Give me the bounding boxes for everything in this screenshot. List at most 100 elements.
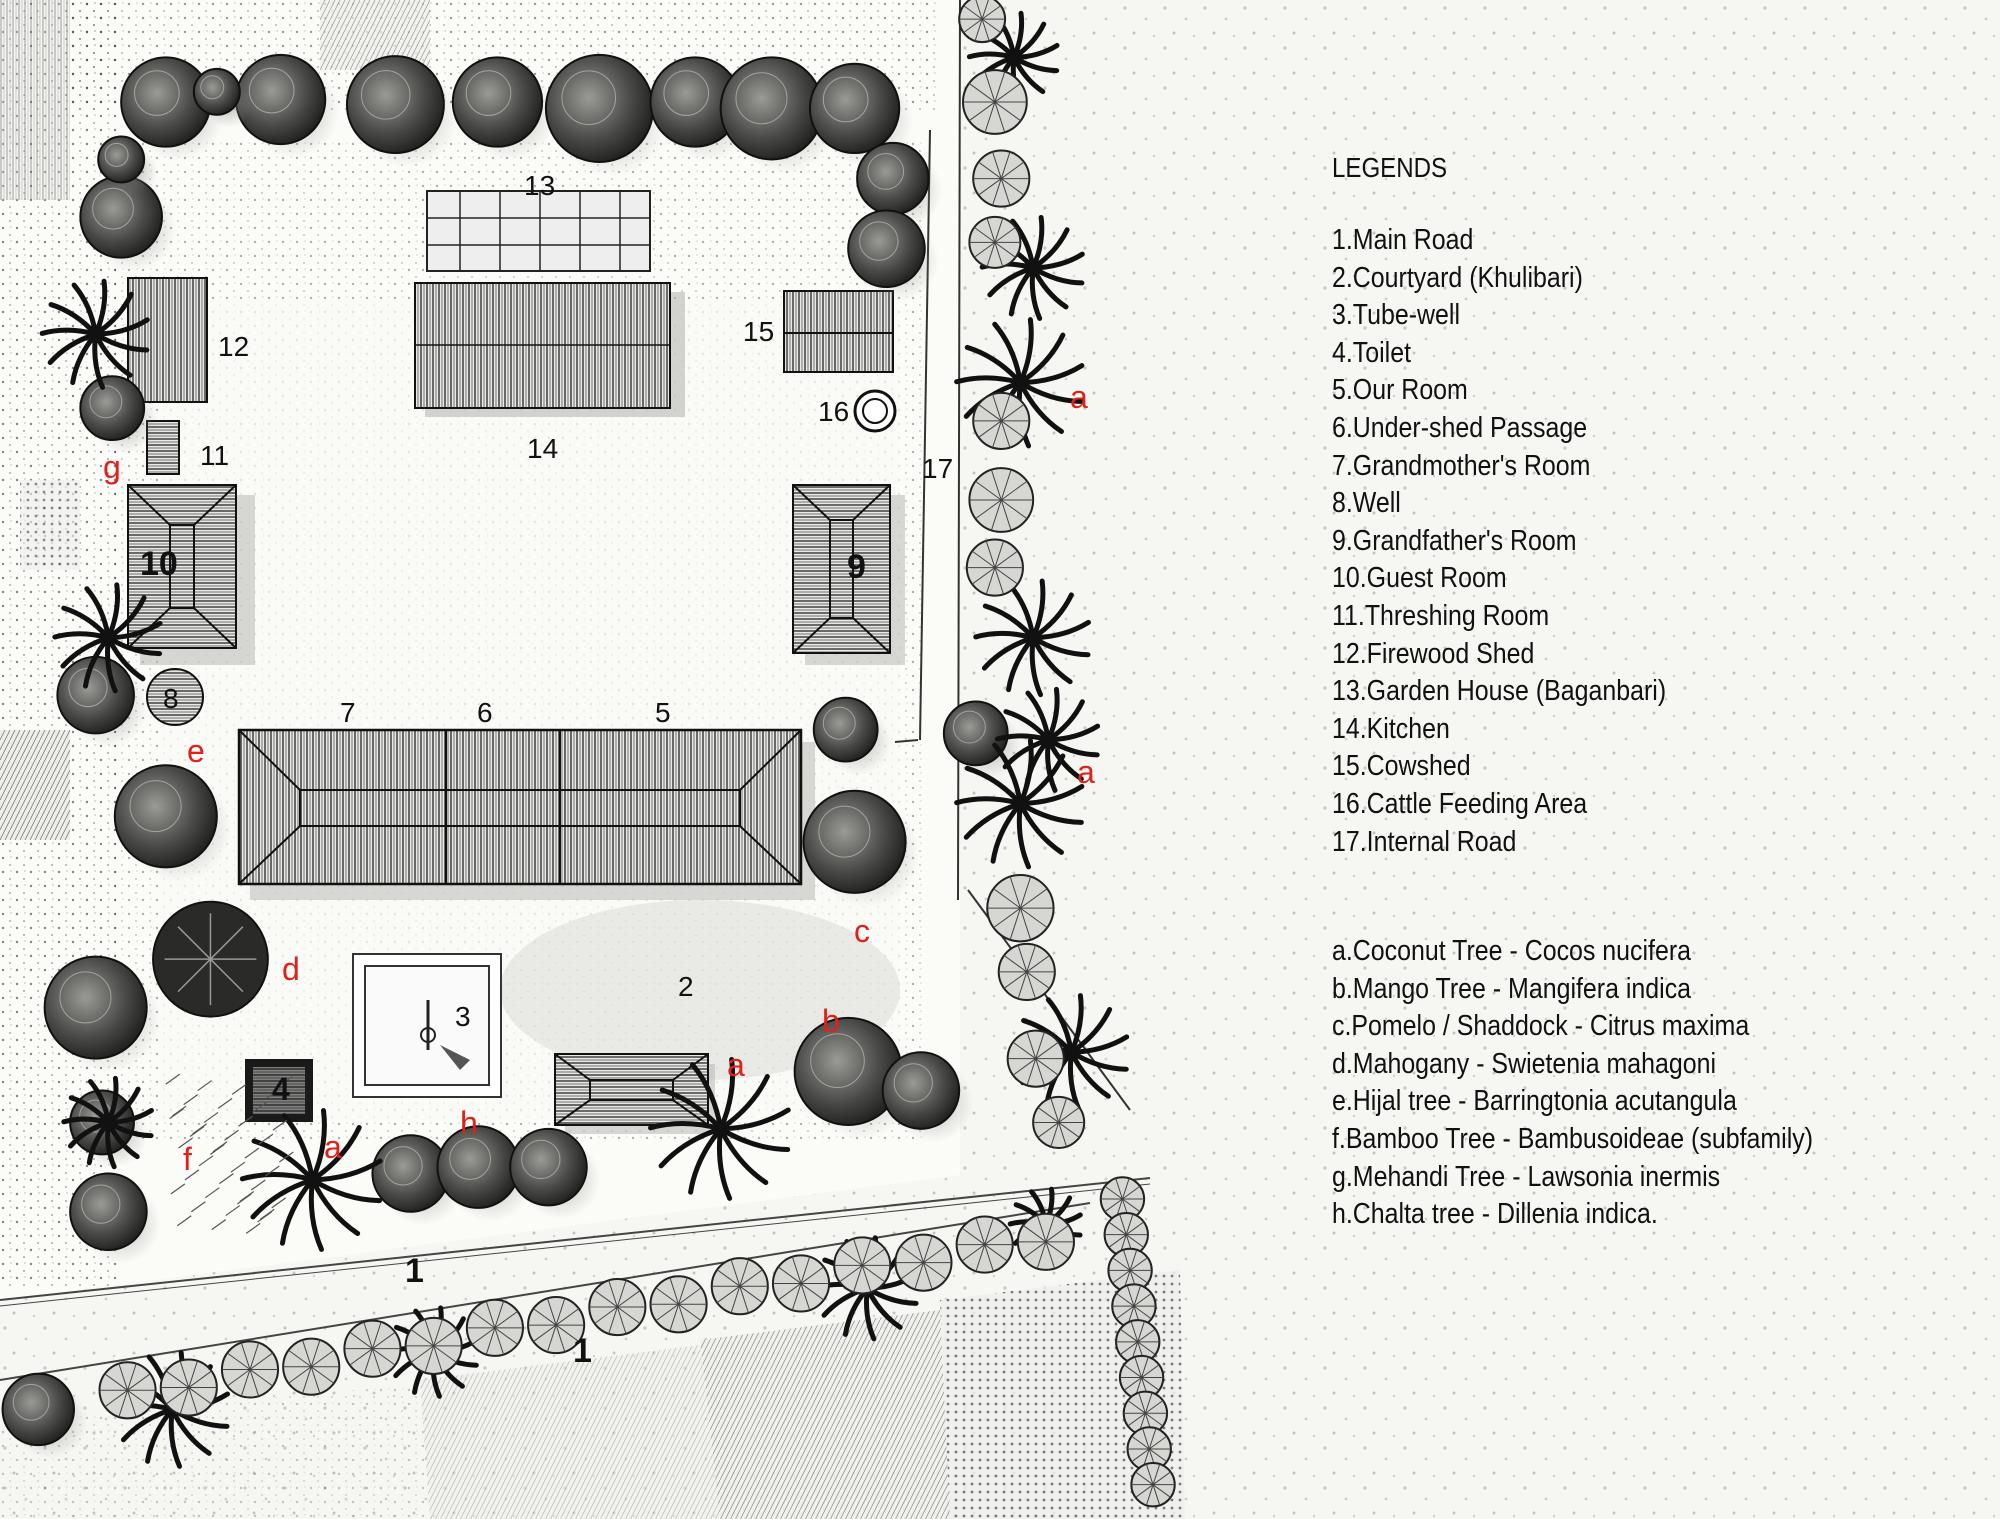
tree-canopy-icon — [43, 955, 148, 1060]
tube-well-enclosure — [352, 953, 502, 1098]
shrub-icon — [972, 391, 1031, 450]
shrub-icon — [159, 1358, 218, 1417]
tree-canopy-icon — [793, 1016, 903, 1126]
shrub-icon — [958, 0, 1007, 44]
legend-place-item: 4.Toilet — [1332, 336, 1412, 369]
shrub-icon — [1118, 1354, 1165, 1401]
label-threshing-room: 11 — [200, 440, 229, 471]
shrub-icon — [220, 1340, 280, 1399]
bamboo-leaf — [165, 1073, 181, 1085]
bamboo-leaf — [170, 1183, 186, 1195]
label-internal-road: 17 — [922, 453, 953, 484]
label-toilet: 4 — [272, 1071, 290, 1107]
bamboo-leaf — [183, 1094, 199, 1106]
label-our-room: 5 — [655, 697, 671, 728]
tree-canopy-icon — [509, 1127, 588, 1207]
tree-canopy-icon — [719, 56, 824, 161]
shrub-icon — [965, 538, 1024, 597]
tree-canopy-icon — [544, 53, 655, 163]
bamboo-leaf — [178, 1137, 193, 1149]
tree-canopy-detail — [89, 385, 123, 419]
tree-canopy-detail — [200, 75, 225, 100]
outbuilding-roof — [554, 1053, 709, 1126]
legend-place-item: 11.Threshing Room — [1332, 599, 1550, 632]
label-coconut-tree: a — [1077, 754, 1095, 790]
label-kitchen: 14 — [527, 433, 558, 464]
tree-canopy-icon — [192, 67, 241, 116]
tree-canopy-detail — [129, 780, 182, 833]
tree-canopy-detail — [134, 70, 180, 116]
tree-canopy-detail — [465, 70, 512, 116]
shrub-icon — [955, 1215, 1014, 1274]
shrub-icon — [1016, 1212, 1075, 1271]
label-cowshed: 15 — [743, 316, 774, 347]
courtyard-shadow — [500, 900, 900, 1080]
tree-canopy-icon — [812, 696, 879, 763]
tree-canopy-detail — [81, 1184, 121, 1224]
tree-canopy-detail — [822, 76, 869, 123]
bamboo-leaf — [225, 1205, 241, 1217]
shrub-icon — [588, 1277, 647, 1337]
bamboo-leaf — [205, 1187, 220, 1199]
tree-canopy-icon — [942, 700, 1009, 767]
legend-place-item: 5.Our Room — [1332, 374, 1468, 407]
bamboo-leaf — [245, 1222, 261, 1234]
label-courtyard: 2 — [678, 971, 694, 1002]
label-cattle-feeding: 16 — [818, 396, 849, 427]
legend-tree-item: d.Mahogany - Swietenia mahagoni — [1332, 1047, 1717, 1080]
tree-canopy-detail — [360, 70, 411, 120]
bamboo-leaf — [277, 1076, 293, 1088]
bamboo-leaf — [217, 1097, 233, 1109]
cattle-feeding-area — [853, 389, 897, 433]
label-coconut-tree: a — [324, 1129, 342, 1165]
legend-place-item: 1.Main Road — [1332, 224, 1474, 256]
tree-canopy-detail — [383, 1146, 423, 1186]
firewood-shed-roof — [127, 277, 208, 403]
coconut-palm-icon — [954, 738, 1085, 870]
tree-canopy-detail — [859, 221, 899, 261]
legend-tree-item: a.Coconut Tree - Cocos nucifera — [1332, 935, 1692, 968]
bamboo-leaf — [224, 1129, 239, 1141]
tree-canopy-icon — [881, 1051, 961, 1130]
legend-place-item: 10.Guest Room — [1332, 562, 1507, 595]
label-grandmother-room: 7 — [340, 697, 356, 728]
tree-canopy-icon — [97, 135, 146, 184]
shrub-icon — [527, 1296, 586, 1355]
tree-canopy-icon — [56, 655, 135, 735]
shrub-icon — [997, 942, 1056, 1001]
label-firewood-shed: 12 — [218, 331, 249, 362]
tree-canopy-detail — [663, 70, 710, 116]
label-hijal-tree: e — [187, 733, 205, 769]
tree-canopy-detail — [521, 1139, 561, 1180]
legend-tree-item: e.Hijal tree - Barringtonia acutangula — [1332, 1085, 1737, 1118]
shrub-icon — [968, 467, 1035, 533]
tree-canopy-detail — [735, 72, 788, 125]
label-under-shed-passage: 6 — [477, 697, 493, 728]
label-mahogany-tree: d — [282, 951, 300, 987]
tree-canopy-detail — [248, 67, 295, 114]
tree-canopy-icon — [847, 209, 926, 288]
tree-canopy-detail — [59, 971, 112, 1024]
tree-canopy-icon — [436, 1125, 521, 1209]
shrub-icon — [972, 149, 1031, 208]
tree-canopy-icon — [1, 1372, 75, 1447]
label-main-road: 1 — [405, 1252, 424, 1290]
bamboo-leaf — [271, 1197, 287, 1209]
bamboo-leaf — [244, 1147, 260, 1159]
bamboo-leaf — [252, 1101, 267, 1113]
label-grandfather-room: 9 — [847, 548, 866, 586]
legend-place-item: 3.Tube-well — [1332, 299, 1460, 332]
legend-tree-item: f.Bamboo Tree - Bambusoideae (subfamily) — [1332, 1123, 1814, 1156]
tree-canopy-icon — [808, 62, 901, 155]
garden-house-grid — [426, 190, 651, 272]
bamboo-leaf — [272, 1119, 288, 1131]
legend-title: LEGENDS — [1332, 152, 1448, 183]
bamboo-leaf — [230, 1161, 246, 1173]
shrub-icon — [968, 215, 1022, 269]
bamboo-leaf — [257, 1211, 272, 1223]
tree-canopy-detail — [822, 706, 856, 740]
tree-canopy-icon — [802, 789, 907, 894]
bamboo-leaf — [278, 1151, 294, 1163]
bamboo-leaf — [264, 1165, 280, 1177]
